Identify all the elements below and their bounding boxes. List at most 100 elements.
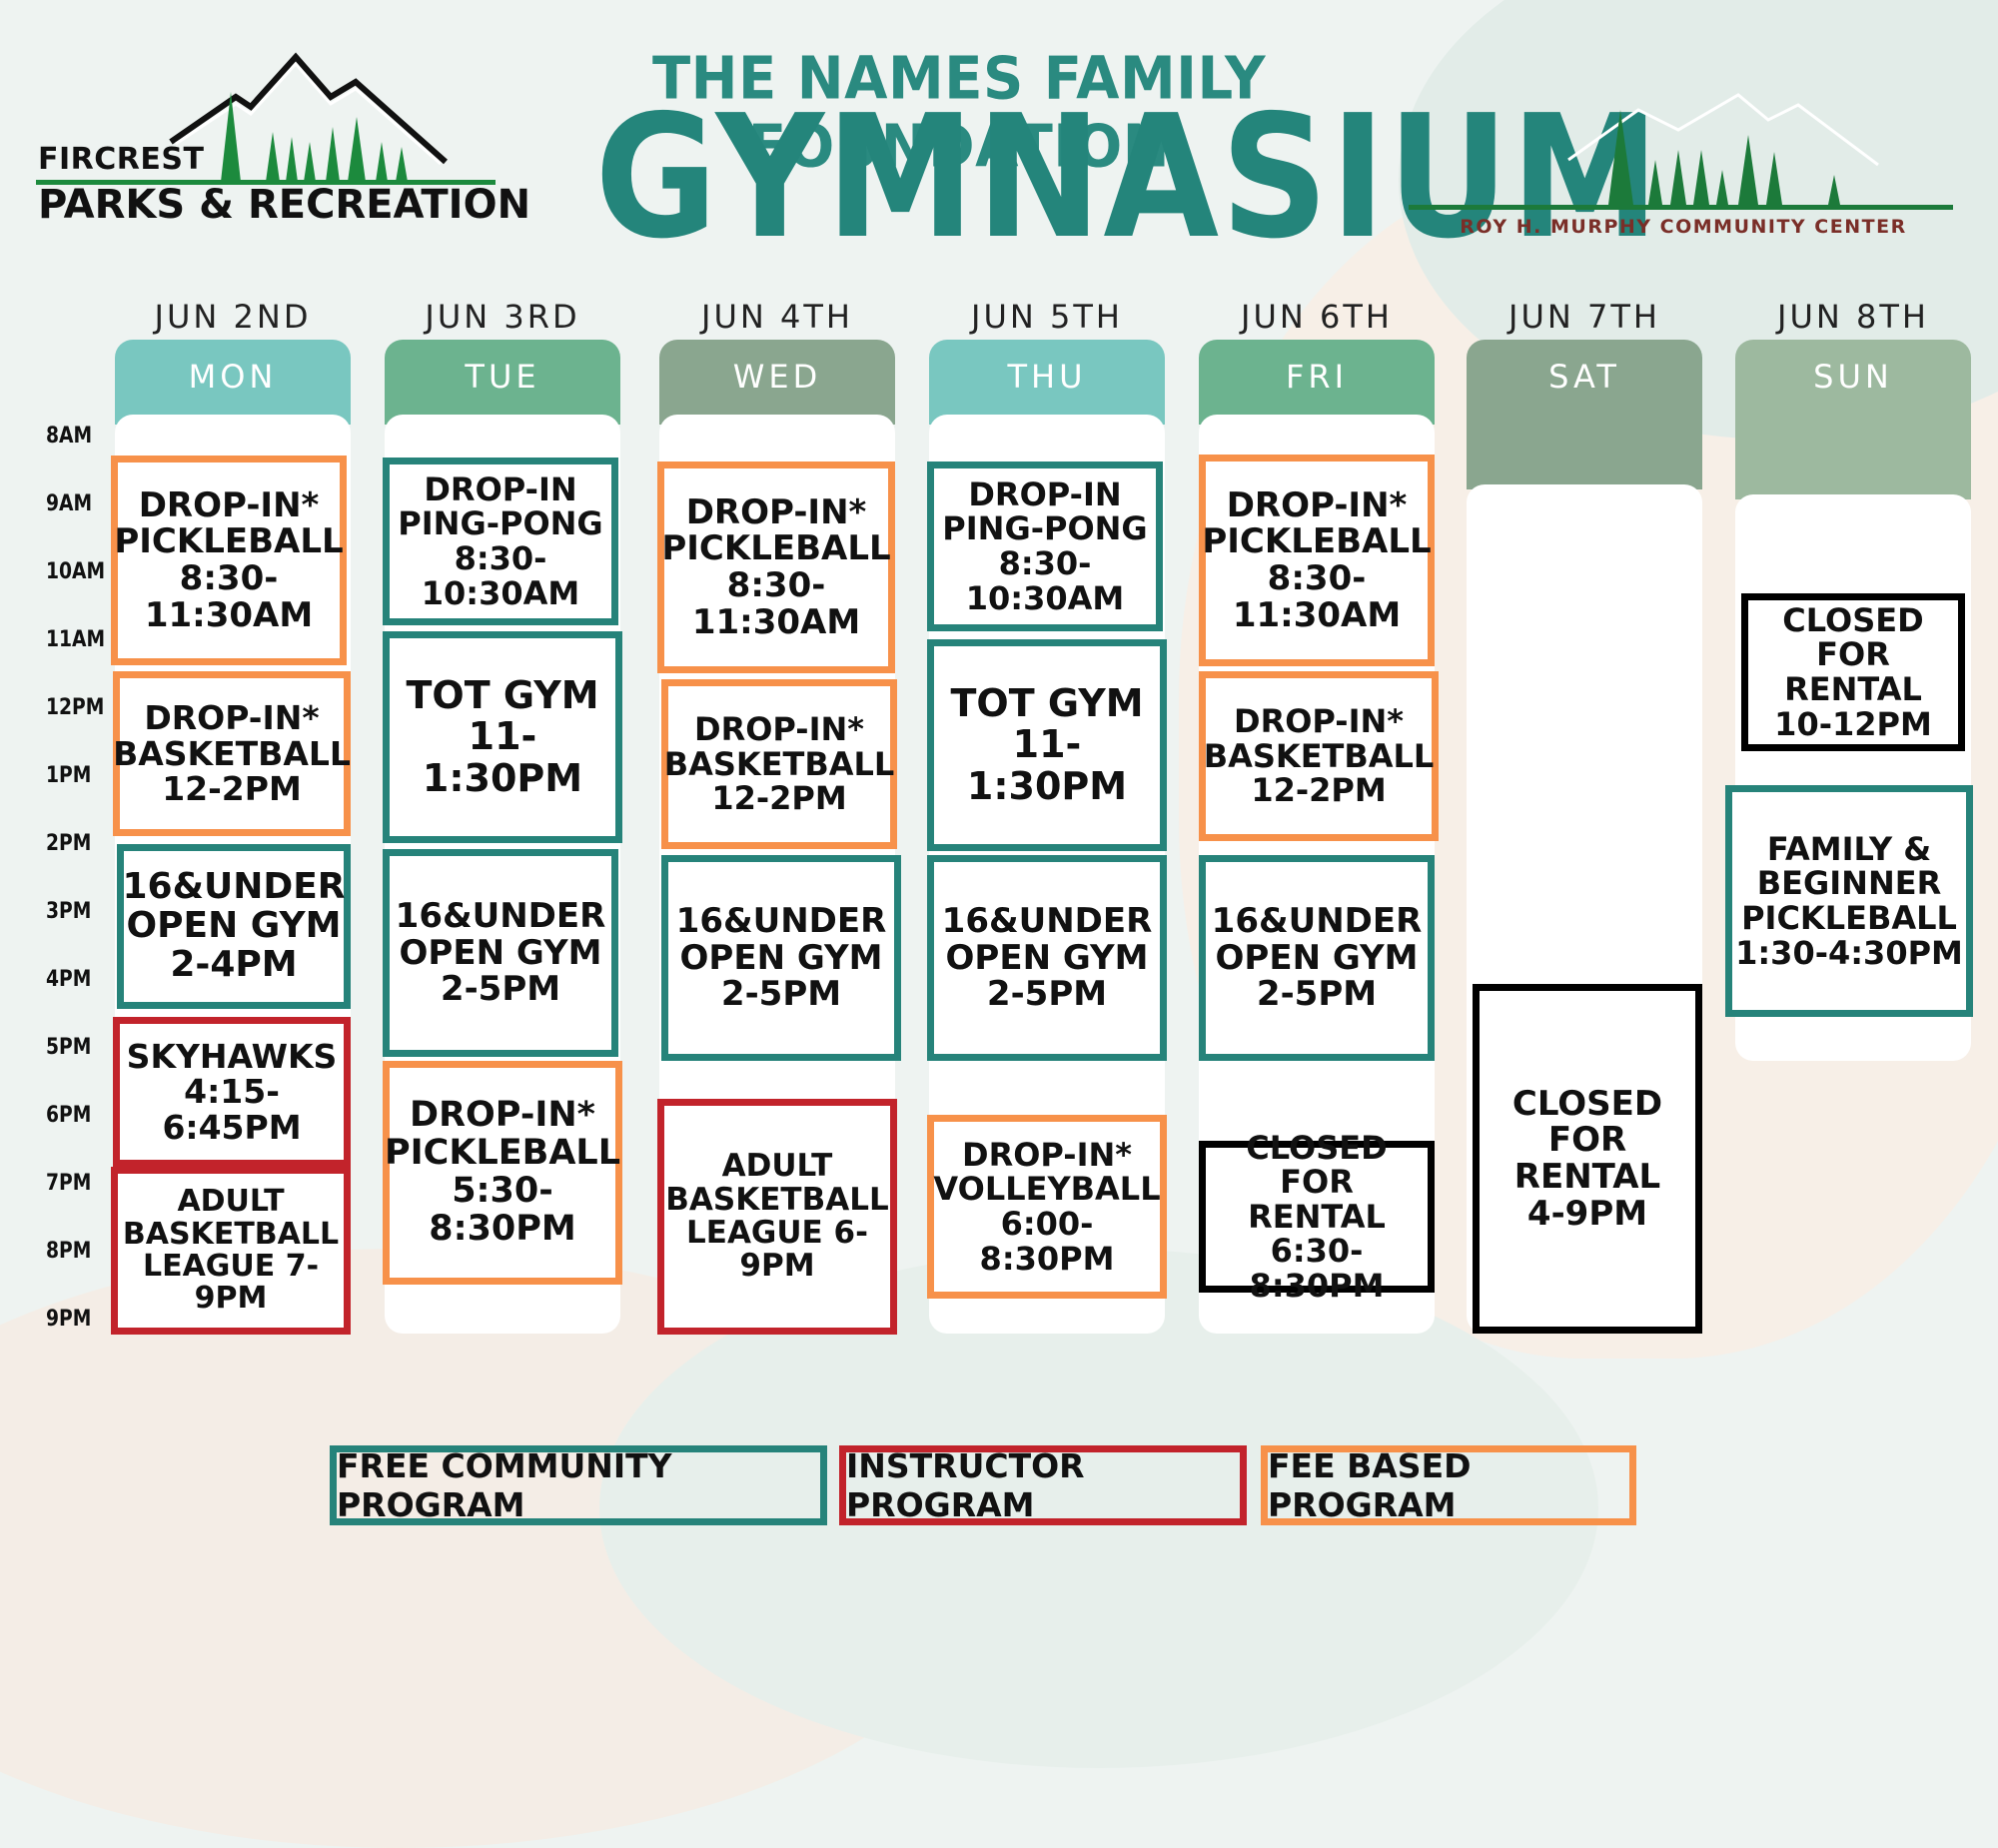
event-line: LEAGUE 6-9PM <box>686 1215 868 1285</box>
legend-item-inst: INSTRUCTOR PROGRAM <box>839 1445 1247 1525</box>
event-line: 2-5PM <box>440 969 561 1010</box>
event-line: OPEN GYM <box>126 905 342 947</box>
event-line: PICKLEBALL <box>1741 899 1957 937</box>
event-line: 16&UNDER <box>675 900 887 941</box>
event-line: TOT GYM <box>406 673 599 718</box>
event-line: PICKLEBALL <box>661 528 891 569</box>
fircrest-logo <box>36 52 496 185</box>
legend-item-free: FREE COMMUNITY PROGRAM <box>330 1445 827 1525</box>
event-line: 2-5PM <box>1256 974 1378 1015</box>
day-date: JUN 7TH <box>1508 298 1660 336</box>
event-line: 8:30-11:30AM <box>691 565 861 642</box>
hour-label: 8PM <box>46 1239 92 1264</box>
event-line: PICKLEBALL <box>114 521 344 562</box>
hour-label: 2PM <box>46 831 92 856</box>
event-line: CLOSED FOR <box>1246 1128 1388 1202</box>
roy-murphy-logo <box>1409 93 1953 210</box>
fircrest-label: FIRCREST <box>38 142 205 177</box>
event-line: 1:30-4:30PM <box>1735 933 1963 972</box>
event-line: 2-5PM <box>986 974 1108 1015</box>
event-line: SKYHAWKS <box>126 1036 338 1076</box>
event-line: RENTAL <box>1248 1197 1386 1236</box>
event-line: 16&UNDER <box>122 866 346 908</box>
event-line: DROP-IN* <box>685 491 867 532</box>
event-line: DROP-IN* <box>138 484 320 525</box>
event-line: PICKLEBALL <box>1202 521 1432 562</box>
event-line: BEGINNER <box>1756 864 1942 903</box>
event-line: 11-1:30PM <box>966 722 1128 808</box>
hour-label: 9PM <box>46 1307 92 1332</box>
event-line: PICKLEBALL <box>384 1133 621 1174</box>
event-line: BASKETBALL <box>113 733 351 773</box>
event-line: 8:30-11:30AM <box>144 558 314 635</box>
hour-label: 8AM <box>46 424 93 449</box>
hour-label: 9AM <box>46 491 93 516</box>
legend-item-fee: FEE BASED PROGRAM <box>1261 1445 1636 1525</box>
day-header-thu: THU <box>929 340 1165 425</box>
event-line: 12-2PM <box>711 779 847 818</box>
hour-label: 5PM <box>46 1035 92 1060</box>
event-line: 12-2PM <box>1251 771 1387 810</box>
event-line: 16&UNDER <box>1211 900 1423 941</box>
event-line: 6:30-8:30PM <box>1249 1232 1385 1305</box>
event-line: BASKETBALL <box>1203 736 1435 775</box>
foundation-title: THE NAMES FAMILY FOUNDATION <box>651 44 1267 182</box>
gymnasium-title: GYMNASIUM <box>594 79 1661 277</box>
event-line: CLOSED FOR <box>1782 600 1924 674</box>
event-line: DROP-IN <box>424 469 577 508</box>
event-line: LEAGUE 7-9PM <box>142 1249 320 1317</box>
day-date: JUN 5TH <box>971 298 1123 336</box>
roy-murphy-label: ROY H. MURPHY COMMUNITY CENTER <box>1460 216 1907 238</box>
event-line: DROP-IN* <box>144 698 320 738</box>
event-line: BASKETBALL <box>663 744 895 783</box>
event-line: 10-12PM <box>1774 704 1932 743</box>
event-line: 16&UNDER <box>941 900 1153 941</box>
event-line: 6:00-8:30PM <box>979 1205 1115 1278</box>
day-date: JUN 6TH <box>1241 298 1393 336</box>
event-line: ADULT <box>721 1148 833 1185</box>
hour-label: 7PM <box>46 1171 92 1196</box>
hour-label: 1PM <box>46 763 92 788</box>
parks-recreation-label: PARKS & RECREATION <box>38 182 531 228</box>
hour-label: 12PM <box>46 695 105 720</box>
event-line: DROP-IN* <box>1234 702 1404 741</box>
day-header-wed: WED <box>659 340 895 425</box>
event-line: 11-1:30PM <box>422 714 583 800</box>
event-line: DROP-IN* <box>1226 484 1408 525</box>
event-line: OPEN GYM <box>679 937 883 978</box>
event-line: DROP-IN* <box>694 710 864 749</box>
event-line: 8:30-10:30AM <box>421 539 580 612</box>
event-line: VOLLEYBALL <box>933 1170 1161 1209</box>
event-line: RENTAL <box>1513 1157 1661 1197</box>
event-line: DROP-IN* <box>962 1135 1132 1174</box>
event-line: DROP-IN* <box>410 1095 595 1136</box>
hour-label: 10AM <box>46 559 106 584</box>
event-line: ADULT <box>177 1184 285 1220</box>
event-line: BASKETBALL <box>122 1216 340 1252</box>
hour-label: 11AM <box>46 627 106 652</box>
day-date: JUN 8TH <box>1777 298 1929 336</box>
hour-label: 6PM <box>46 1103 92 1128</box>
event-line: 12-2PM <box>162 769 302 809</box>
event-line: 4:15-6:45PM <box>162 1072 302 1147</box>
